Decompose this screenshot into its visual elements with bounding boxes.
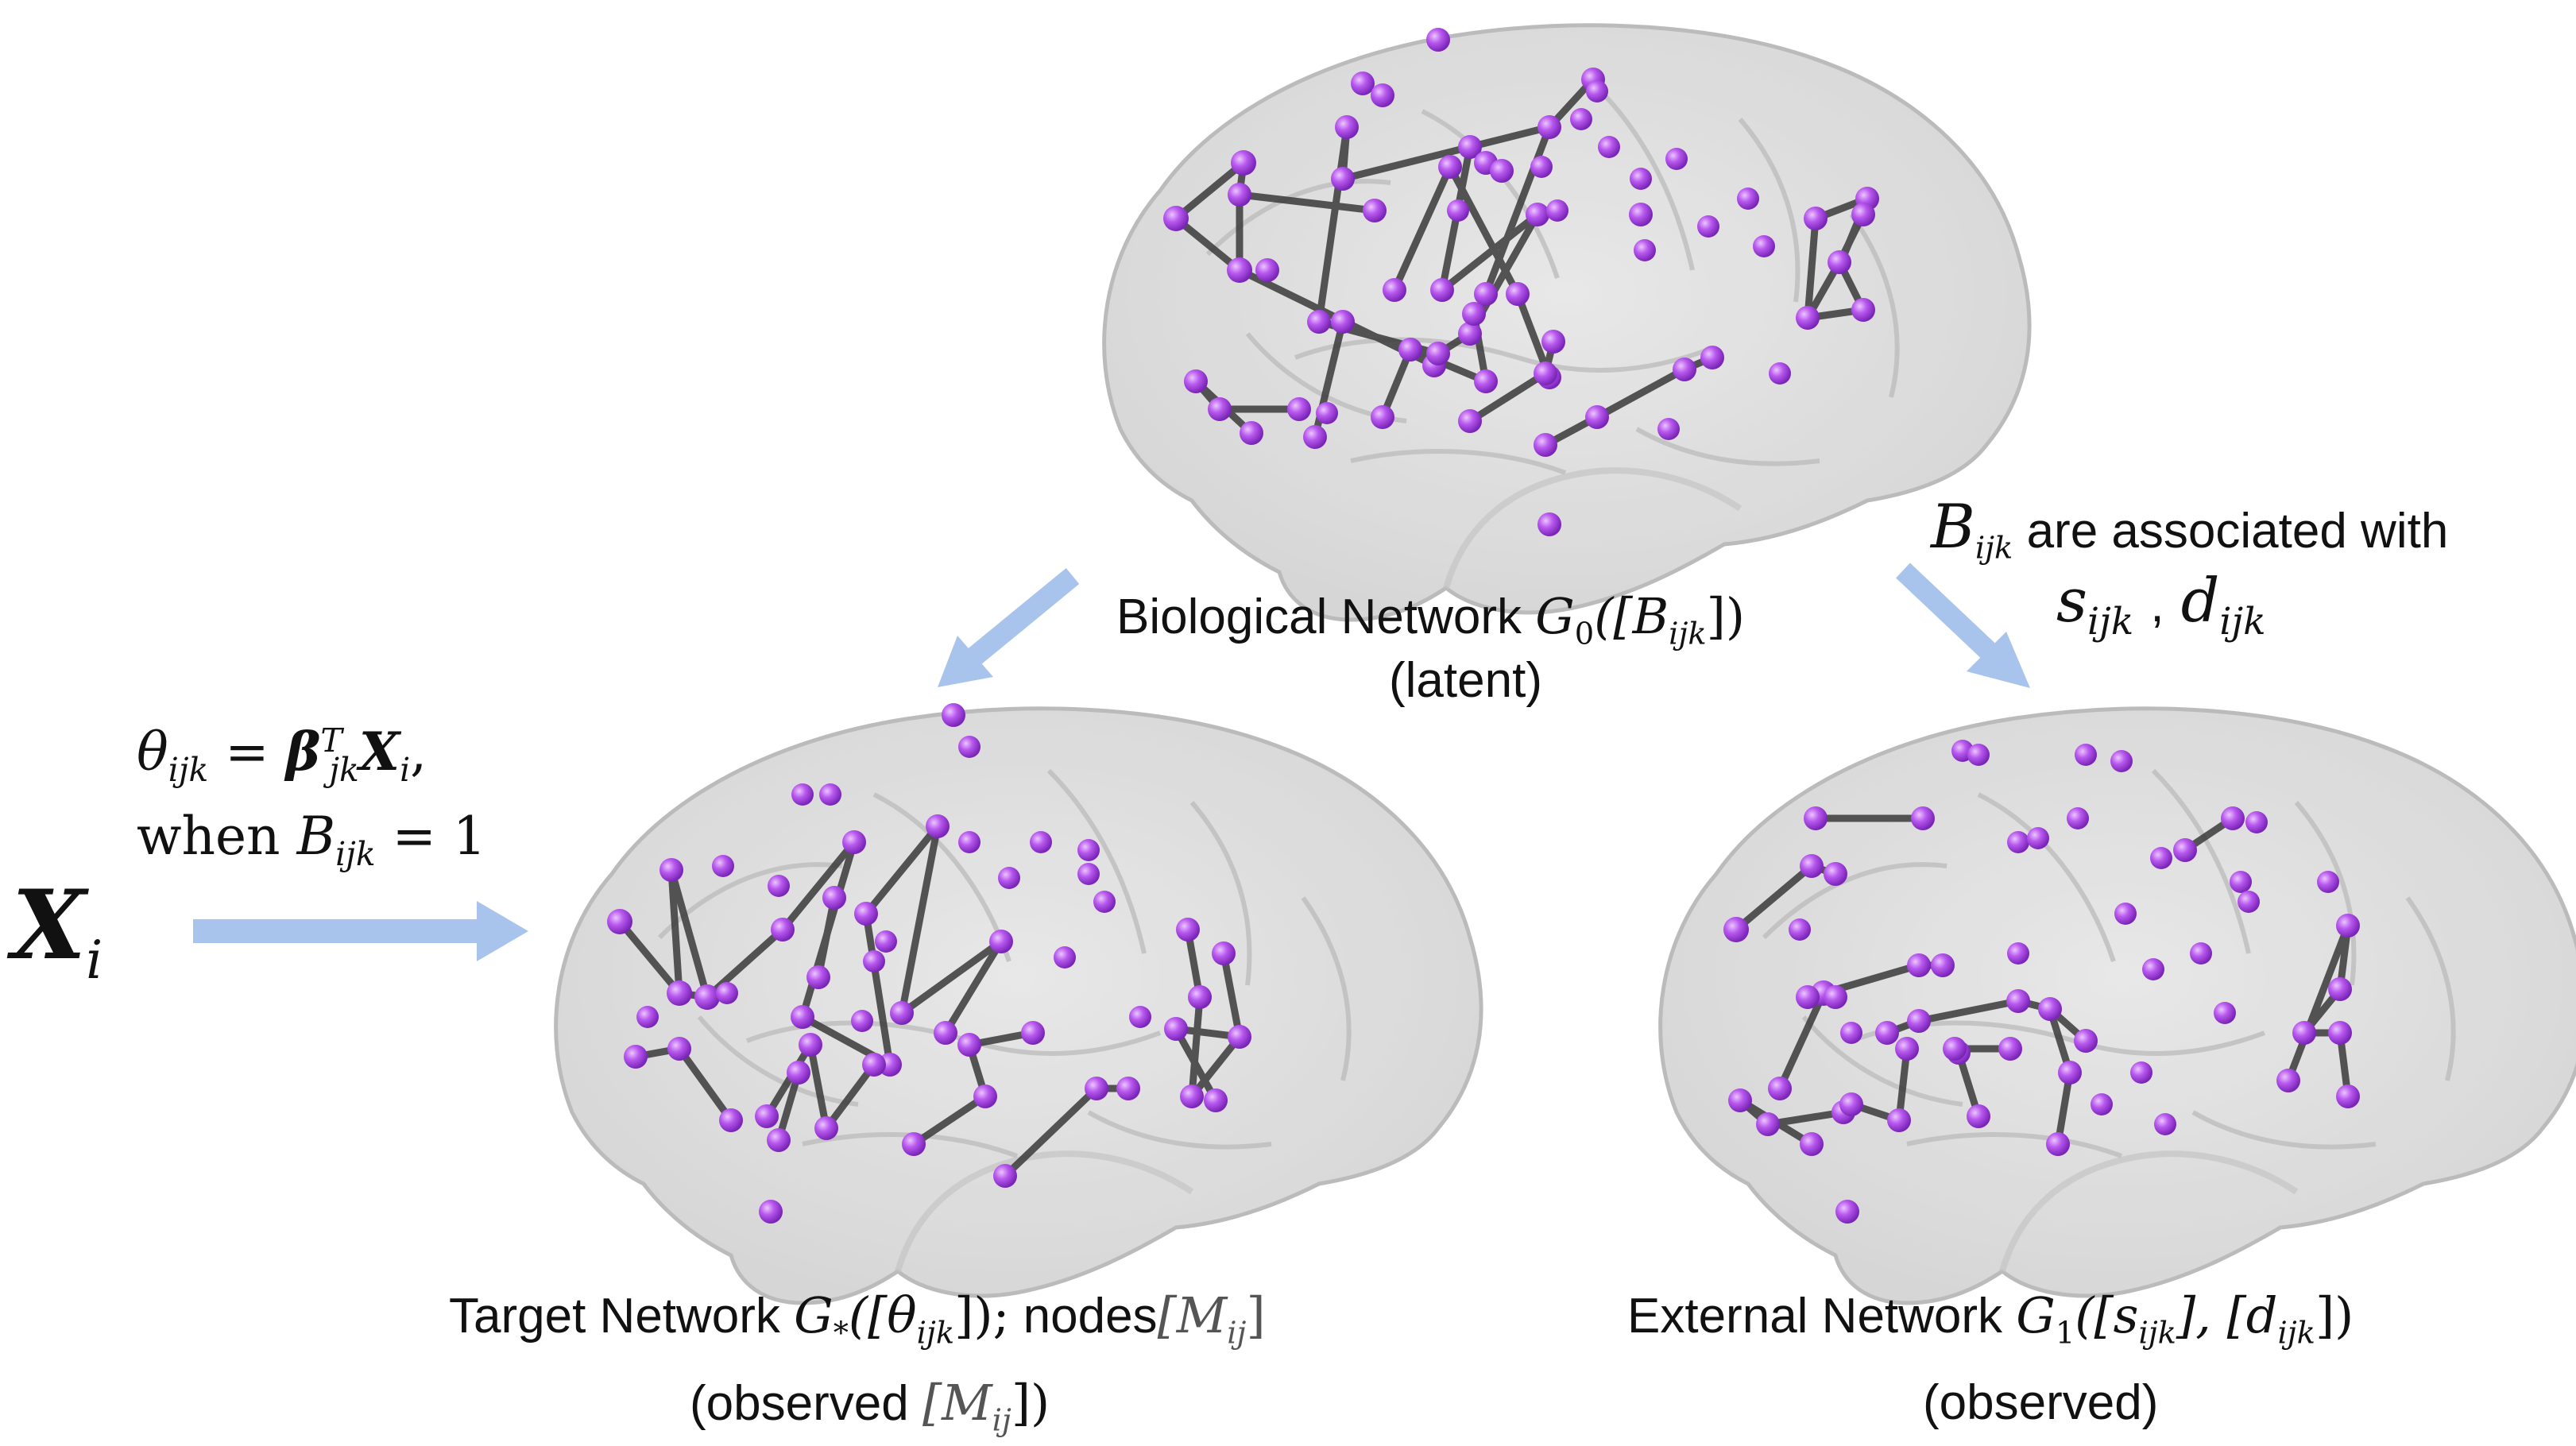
model-one: 1	[452, 806, 486, 867]
target-status-math: [M	[922, 1374, 992, 1432]
external-network-arg1: ([s	[2075, 1286, 2139, 1344]
target-network-arg-sub: ijk	[916, 1315, 955, 1351]
biological-network-nodes	[1163, 28, 1879, 536]
external-network-status: (observed)	[1923, 1375, 2159, 1430]
association-s-sub: ijk	[2087, 600, 2134, 644]
model-theta: θ	[137, 721, 168, 783]
brain-biological	[1104, 25, 2029, 620]
arrow-to-target	[938, 567, 1080, 687]
external-network-arg1-sub: ijk	[2138, 1315, 2176, 1351]
brain-target	[556, 703, 1481, 1303]
target-network-arg-close: ]);	[954, 1286, 1010, 1344]
model-x-sub: i	[400, 751, 411, 790]
model-b: B	[296, 806, 336, 867]
external-network-label: External Network G1([sijk], [dijk])	[1627, 1291, 2354, 1349]
biological-network-label: Biological Network G0([Bijk])	[1116, 592, 1745, 650]
external-network-symbol: G	[2016, 1286, 2056, 1344]
target-network-label: Target Network G*([θijk]); nodes[Mij]	[449, 1291, 1266, 1349]
association-b-sub: ijk	[1975, 530, 2013, 566]
model-condition: when Bijk = 1	[137, 810, 486, 871]
model-when: when	[137, 806, 280, 867]
input-x: X	[12, 869, 87, 981]
model-x: X	[358, 721, 400, 783]
external-network-nodes	[1723, 740, 2360, 1224]
external-network-arg-mid: ], [d	[2176, 1286, 2278, 1344]
external-network-arg-close: ])	[2315, 1286, 2354, 1344]
association-separator: ,	[2150, 578, 2164, 632]
model-equals-2: =	[392, 806, 436, 867]
brain-external	[1661, 709, 2576, 1303]
biological-network-arg-sub: ijk	[1669, 616, 1707, 652]
external-network-arg2-sub: ijk	[2277, 1315, 2315, 1351]
association-d-symbol: d	[2180, 565, 2220, 636]
biological-network-arg: ([B	[1594, 587, 1669, 645]
arrow-input-to-target	[193, 901, 528, 961]
association-s-symbol: s	[2056, 565, 2088, 636]
model-equation: θijk = βTjkXi,	[137, 725, 427, 787]
model-equals: =	[225, 721, 269, 783]
biological-network-symbol: G	[1535, 587, 1575, 645]
target-network-nodes	[607, 703, 1251, 1224]
model-beta: β	[285, 721, 321, 783]
target-network-arg: ([θ	[848, 1286, 917, 1344]
target-nodes-close: ]	[1246, 1286, 1266, 1344]
association-b-symbol: B	[1931, 491, 1975, 562]
association-line-1: Bijk are associated with	[1931, 497, 2448, 564]
input-x-sub: i	[86, 930, 103, 991]
biological-network-name: Biological Network	[1116, 590, 1522, 644]
association-line-2: sijk , dijk	[2056, 570, 2266, 641]
target-nodes-sub: ij	[1227, 1315, 1247, 1351]
model-theta-sub: ijk	[168, 751, 209, 790]
target-network-status: (observed [Mij])	[690, 1378, 1050, 1436]
target-status-open: (observed	[690, 1376, 909, 1431]
target-status-close: ])	[1011, 1374, 1050, 1432]
biological-network-status: (latent)	[1389, 653, 1542, 708]
model-beta-sub: jk	[329, 751, 359, 790]
external-network-subscript: 1	[2055, 1315, 2075, 1351]
target-network-name: Target Network	[449, 1289, 780, 1344]
target-status-sub: ij	[992, 1402, 1011, 1439]
target-network-symbol: G	[794, 1286, 834, 1344]
association-text: are associated with	[2026, 504, 2449, 559]
target-nodes-label: nodes	[1023, 1289, 1158, 1344]
target-nodes-math: [M	[1157, 1286, 1228, 1344]
arrow-to-external	[1896, 563, 2030, 688]
association-d-sub: ijk	[2219, 600, 2266, 644]
biological-network-arg-close: ])	[1706, 587, 1746, 645]
input-variable: Xi	[12, 878, 102, 987]
model-beta-sup: T	[320, 721, 342, 760]
target-network-subscript: *	[833, 1315, 849, 1351]
model-b-sub: ijk	[335, 835, 376, 874]
external-network-name: External Network	[1627, 1289, 2003, 1344]
model-comma: ,	[410, 721, 427, 783]
biological-network-subscript: 0	[1574, 616, 1595, 652]
